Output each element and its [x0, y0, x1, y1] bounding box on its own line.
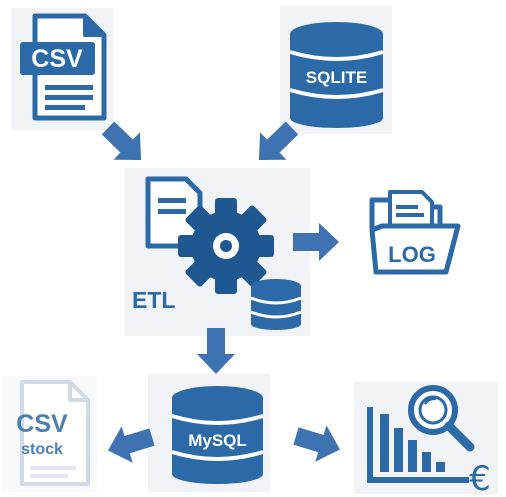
- log-node: LOG: [369, 190, 461, 275]
- mysql-label: MySQL: [188, 431, 247, 450]
- csv-stock-sublabel: stock: [21, 441, 63, 458]
- arrow-csv-to-etl: [101, 121, 142, 160]
- database-icon: [289, 22, 384, 128]
- gear-icon: [178, 198, 274, 294]
- arrow-mysql-to-csv-stock: [108, 426, 155, 463]
- sqlite-source-label: SQLITE: [306, 68, 367, 87]
- euro-icon: €: [469, 459, 491, 497]
- file-icon: [20, 380, 90, 486]
- mysql-node: MySQL: [148, 374, 270, 492]
- csv-source-label-box: [20, 42, 95, 75]
- report-node: €: [354, 382, 498, 497]
- csv-stock-label: CSV: [16, 410, 68, 438]
- arrow-etl-to-log: [293, 223, 339, 261]
- folder-icon: [369, 190, 461, 275]
- csv-stock-node: CSV stock: [2, 376, 97, 492]
- small-database-icon: [250, 279, 302, 330]
- arrow-sqlite-to-etl: [258, 121, 299, 160]
- etl-label: ETL: [132, 287, 175, 313]
- arrow-etl-to-mysql: [197, 328, 235, 374]
- sqlite-source-node: SQLITE: [280, 6, 392, 134]
- database-icon: [171, 386, 264, 484]
- csv-source-label: CSV: [31, 45, 83, 73]
- arrow-mysql-to-report: [293, 425, 340, 462]
- csv-source-node: CSV: [11, 8, 113, 130]
- log-label: LOG: [388, 242, 436, 267]
- etl-node: ETL: [125, 168, 310, 336]
- magnifier-icon: [408, 385, 475, 452]
- analytics-icon: [367, 407, 469, 483]
